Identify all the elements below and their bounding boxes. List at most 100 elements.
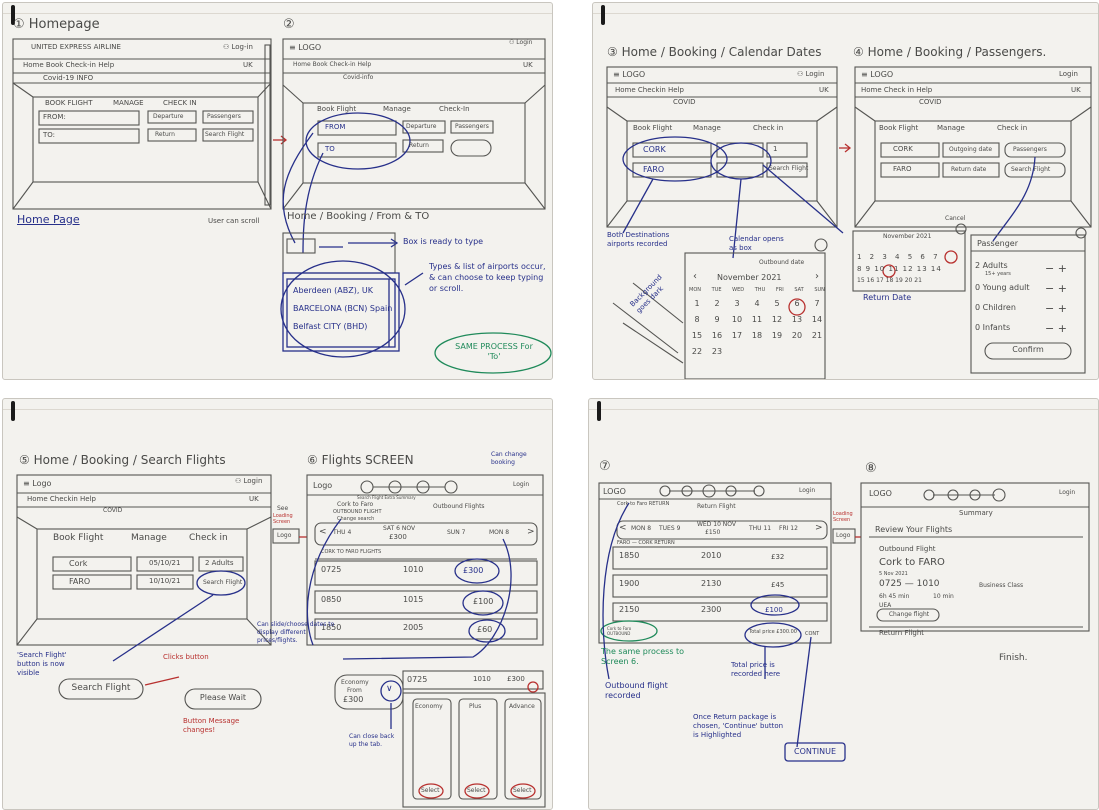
screen5-tab-manage[interactable]: Manage: [131, 533, 167, 543]
calendar-day[interactable]: 7: [814, 299, 820, 308]
screen4-login[interactable]: Login: [1059, 70, 1078, 78]
screen1-tab-checkin[interactable]: CHECK IN: [163, 99, 197, 107]
return2-price[interactable]: £45: [771, 581, 785, 589]
screen5-login[interactable]: ⚇ Login: [235, 477, 263, 485]
screen1-departure[interactable]: Departure: [153, 113, 184, 120]
screen2-tab-manage[interactable]: Manage: [383, 105, 411, 113]
calendar-day[interactable]: 16: [711, 331, 723, 340]
calendar-day[interactable]: 22: [691, 347, 703, 356]
screen5-search-button[interactable]: Search Flight: [203, 579, 243, 586]
screen2-tab-book[interactable]: Book Flight: [317, 105, 357, 113]
calendar-day[interactable]: 11: [751, 315, 763, 324]
screen1-tab-book[interactable]: BOOK FLIGHT: [45, 99, 93, 107]
screen4-tab-book[interactable]: Book Flight: [879, 124, 919, 132]
screen8-login[interactable]: Login: [1059, 489, 1076, 496]
screen1-covid[interactable]: Covid-19 INFO: [43, 74, 94, 82]
fare-select-advance[interactable]: Select: [513, 787, 532, 794]
return-date-wed[interactable]: WED 10 NOV: [697, 521, 737, 528]
screen2-return[interactable]: Return: [409, 142, 429, 149]
screen6-change-search[interactable]: Change search: [337, 516, 375, 522]
screen7-login[interactable]: Login: [799, 487, 816, 494]
calendar-day[interactable]: 15: [691, 331, 703, 340]
screen4-tab-manage[interactable]: Manage: [937, 124, 965, 132]
screen5-date-out[interactable]: 05/10/21: [149, 559, 181, 567]
screen1-return[interactable]: Return: [155, 131, 175, 138]
return3-price[interactable]: £100: [765, 606, 783, 614]
flight2-price[interactable]: £100: [473, 597, 494, 606]
calendar-day[interactable]: 21: [811, 331, 823, 340]
screen1-login[interactable]: ⚇ Log-in: [223, 43, 253, 51]
return-date-thu[interactable]: THU 11: [749, 525, 772, 532]
screen4-faro[interactable]: FARO: [893, 165, 912, 173]
screen2-departure[interactable]: Departure: [406, 123, 437, 130]
flight3-price[interactable]: £60: [477, 625, 493, 634]
date-slider-next-icon[interactable]: >: [527, 527, 535, 537]
return-slider-next-icon[interactable]: >: [815, 523, 823, 533]
date-mon[interactable]: MON 8: [489, 529, 510, 536]
date-slider-prev-icon[interactable]: <: [319, 527, 327, 537]
return-date-fri[interactable]: FRI 12: [779, 525, 798, 532]
screen3-login[interactable]: ⚇ Login: [797, 70, 825, 78]
screen3-cork[interactable]: CORK: [643, 145, 666, 154]
calendar-day[interactable]: 8: [694, 315, 700, 324]
calendar-day[interactable]: 10: [731, 315, 743, 324]
screen3-faro[interactable]: FARO: [643, 165, 665, 174]
return-slider-prev-icon[interactable]: <: [619, 523, 627, 533]
screen4-cork[interactable]: CORK: [893, 145, 913, 153]
screen3-nav[interactable]: Home Checkin Help: [615, 86, 684, 94]
screen5-faro[interactable]: FARO: [69, 577, 91, 586]
fare-select-economy[interactable]: Select: [421, 787, 440, 794]
screen4-tab-check[interactable]: Check in: [997, 124, 1028, 132]
search-flight-button-large[interactable]: Search Flight: [71, 683, 131, 693]
screen1-passengers[interactable]: Passengers: [207, 113, 241, 120]
screen2-tab-check[interactable]: Check-In: [439, 105, 470, 113]
date-thu[interactable]: THU 4: [333, 529, 352, 536]
change-flight-button[interactable]: Change flight: [888, 611, 930, 618]
screen6-login[interactable]: Login: [513, 481, 530, 488]
screen3-covid[interactable]: COVID: [673, 98, 696, 106]
screen1-tab-manage[interactable]: MANAGE: [113, 99, 144, 107]
airport-option-barcelona[interactable]: BARCELONA (BCN) Spain: [293, 304, 393, 313]
screen3-tab-check[interactable]: Check in: [753, 124, 784, 132]
screen2-login[interactable]: ⚇ Login: [509, 39, 533, 46]
screen4-outgoing-date[interactable]: Outgoing date: [949, 146, 993, 153]
screen5-date-return[interactable]: 10/10/21: [149, 577, 181, 585]
calendar-day[interactable]: 1: [694, 299, 700, 308]
passenger-steppers[interactable]: − +− +− +− +: [1045, 262, 1067, 335]
calendar-day[interactable]: 23: [711, 347, 723, 356]
screen5-tab-book[interactable]: Book Flight: [53, 533, 104, 543]
continue-button[interactable]: CONTINUE: [793, 747, 836, 756]
screen3-tab-book[interactable]: Book Flight: [633, 124, 673, 132]
screen3-search[interactable]: Search Flight: [769, 165, 809, 172]
screen4-cancel[interactable]: Cancel: [945, 215, 966, 222]
calendar-day[interactable]: 19: [771, 331, 783, 340]
screen3-passengers-count[interactable]: 1: [773, 145, 778, 153]
screen2-nav[interactable]: Home Book Check-in Help: [293, 61, 372, 68]
return1-price[interactable]: £32: [771, 553, 785, 561]
calendar-prev-icon[interactable]: ‹: [693, 271, 697, 282]
calendar-day[interactable]: 12: [771, 315, 783, 324]
calendar-day[interactable]: 9: [714, 315, 720, 324]
expand-chevron-icon[interactable]: ∨: [386, 684, 393, 694]
return-date-tue[interactable]: TUES 9: [659, 525, 681, 532]
calendar-day[interactable]: 5: [774, 299, 780, 308]
screen4-covid[interactable]: COVID: [919, 98, 942, 106]
screen2-covid[interactable]: Covid-info: [343, 74, 374, 81]
screen4-passengers[interactable]: Passengers: [1013, 146, 1047, 153]
screen5-adults[interactable]: 2 Adults: [205, 559, 234, 567]
calendar-next-icon[interactable]: ›: [815, 271, 819, 282]
screen4-search[interactable]: Search Flight: [1011, 166, 1051, 173]
calendar-day[interactable]: 18: [751, 331, 763, 340]
airport-option-belfast[interactable]: Belfast CITY (BHD): [293, 322, 368, 331]
date-sat[interactable]: SAT 6 NOV: [383, 525, 416, 532]
please-wait-button[interactable]: Please Wait: [199, 693, 247, 702]
screen5-nav[interactable]: Home Checkin Help: [27, 495, 96, 503]
screen2-from[interactable]: FROM: [325, 123, 346, 131]
screen1-search[interactable]: Search Flight: [205, 131, 245, 138]
airport-option-aberdeen[interactable]: Aberdeen (ABZ), UK: [293, 286, 374, 295]
calendar-day[interactable]: 13: [791, 315, 803, 324]
screen3-tab-manage[interactable]: Manage: [693, 124, 721, 132]
screen2-passengers[interactable]: Passengers: [455, 123, 489, 130]
screen4-nav[interactable]: Home Check in Help: [861, 86, 933, 94]
screen5-cork[interactable]: Cork: [69, 559, 88, 568]
